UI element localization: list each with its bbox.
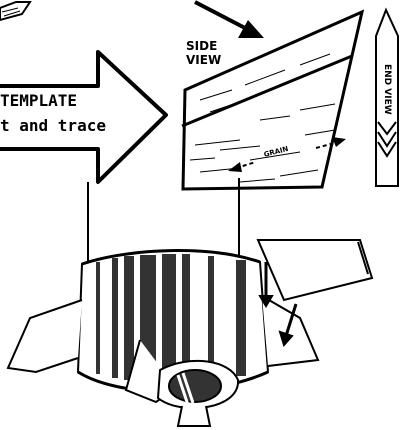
balsa-block xyxy=(0,1,32,22)
fin-detail xyxy=(256,239,374,347)
side-view-label-line2: VIEW xyxy=(186,53,222,67)
pointer-arrow xyxy=(194,0,264,38)
fin-side-view xyxy=(181,9,365,191)
end-view-label: END VIEW xyxy=(382,64,392,115)
template-label-line1: TEMPLATE xyxy=(0,91,78,110)
template-arrow-shape xyxy=(0,50,168,184)
fin-end-view xyxy=(375,7,399,187)
side-view-label-line1: SIDE xyxy=(186,39,218,53)
grain-arrow xyxy=(228,137,346,172)
rocket-body xyxy=(6,249,320,427)
template-label-line2: t and trace xyxy=(0,116,106,135)
